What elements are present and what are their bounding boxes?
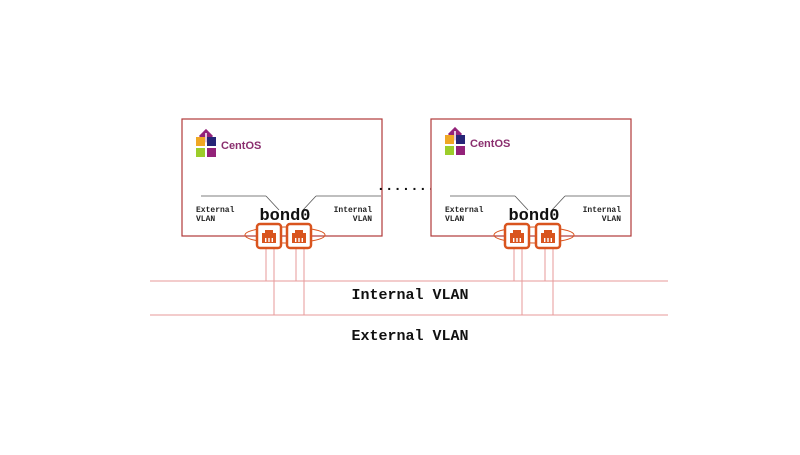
logo-text: CentOS (470, 138, 510, 150)
internal-vlan-label: Internal (583, 206, 622, 215)
internal-vlan-label: VLAN (602, 215, 621, 224)
external-vlan-title: External VLAN (351, 328, 468, 345)
server-box: CentOS External VLAN Internal VLAN bond0 (181, 118, 383, 244)
logo-text: CentOS (221, 140, 261, 152)
ethernet-port-icon (503, 222, 531, 250)
bond-label: bond0 (259, 207, 310, 226)
internal-vlan-title: Internal VLAN (351, 287, 468, 304)
ethernet-port-icon (285, 222, 313, 250)
external-vlan-label: VLAN (196, 215, 215, 224)
internal-vlan-label: Internal (334, 206, 373, 215)
external-vlan-label: VLAN (445, 215, 464, 224)
ethernet-port-icon (534, 222, 562, 250)
ethernet-port-icon (255, 222, 283, 250)
bond-label: bond0 (508, 207, 559, 226)
more-servers-ellipsis: ....... (377, 179, 436, 195)
server-box: CentOS External VLAN Internal VLAN bond0 (430, 118, 632, 244)
internal-vlan-label: VLAN (353, 215, 372, 224)
external-vlan-label: External (196, 206, 235, 215)
external-vlan-label: External (445, 206, 484, 215)
